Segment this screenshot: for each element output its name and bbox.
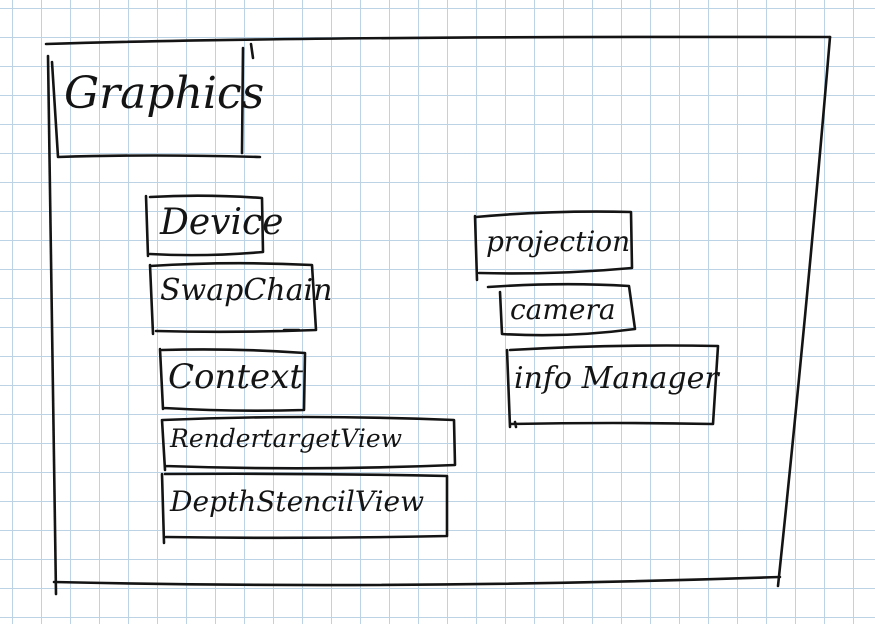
infomanager-label: info Manager: [514, 361, 719, 396]
outer-frame-bottom: [52, 575, 782, 587]
device-label: Device: [160, 202, 284, 243]
outer-frame-left: [46, 54, 58, 596]
depthstencilview-box-stroke: [160, 472, 449, 545]
camera-box-stroke: [486, 282, 637, 337]
context-box-stroke: [158, 347, 307, 412]
infomanager-box-stroke: [505, 344, 720, 429]
graphics-title: Graphics: [64, 68, 265, 119]
rendertargetview-box-stroke: [160, 415, 457, 472]
rendertargetview-label: RendertargetView: [170, 424, 403, 453]
title-box-stroke: [50, 42, 262, 159]
projection-label: projection: [486, 225, 631, 258]
outer-frame-top: [44, 35, 832, 46]
context-label: Context: [168, 357, 304, 397]
depthstencilview-label: DepthStencilView: [170, 485, 425, 518]
projection-box-stroke: [473, 210, 634, 282]
swapchain-label: SwapChain: [160, 273, 333, 308]
outer-frame-right: [776, 35, 832, 588]
swapchain-box-stroke: [148, 261, 318, 336]
camera-label: camera: [510, 293, 616, 326]
device-box-stroke: [144, 194, 265, 258]
